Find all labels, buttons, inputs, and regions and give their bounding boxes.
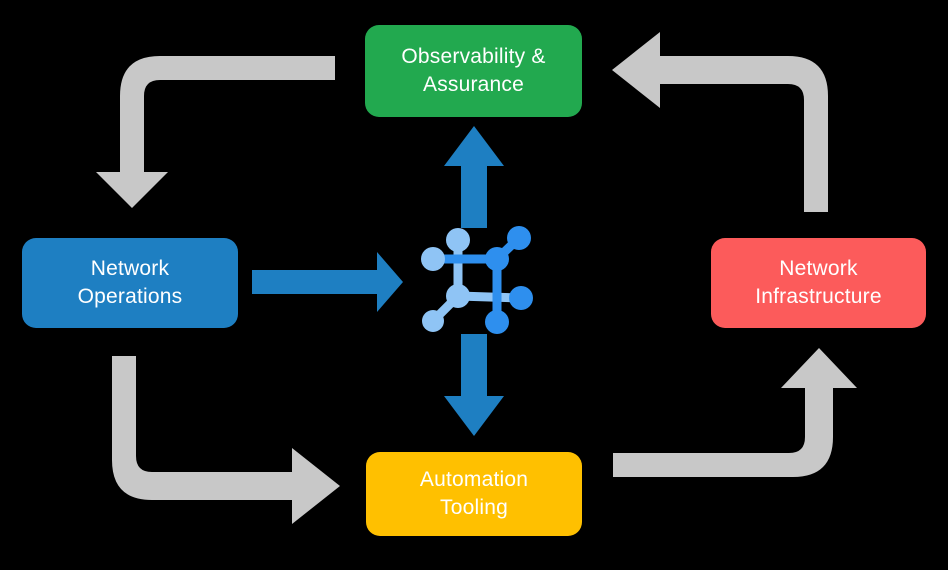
arrow-operations-to-automation: [112, 356, 340, 524]
arrow-center-to-observability: [444, 126, 504, 228]
mesh-node-top-right: [507, 226, 531, 250]
node-observability-assurance[interactable]: Observability & Assurance: [365, 25, 582, 117]
node-network-infrastructure-label-line2: Infrastructure: [755, 285, 882, 308]
mesh-node-top-left: [446, 228, 470, 252]
arrow-center-to-automation: [444, 334, 504, 436]
mesh-node-left: [421, 247, 445, 271]
node-observability-label-line1: Observability &: [401, 45, 546, 69]
arrow-observability-to-operations: [96, 56, 335, 208]
node-network-operations[interactable]: Network Operations: [22, 238, 238, 328]
mesh-node-bottom-right: [485, 310, 509, 334]
node-observability-label-line2: Assurance: [422, 73, 525, 96]
node-network-operations-label-line1: Network: [90, 257, 170, 281]
node-network-operations-label: Network Operations: [78, 255, 183, 310]
mesh-node-bottom-left: [422, 310, 444, 332]
node-automation-tooling[interactable]: Automation Tooling: [366, 452, 582, 536]
network-mesh-icon: [421, 226, 533, 334]
node-network-infrastructure-label: Network Infrastructure: [755, 255, 882, 310]
mesh-node-right: [509, 286, 533, 310]
mesh-node-center-left: [446, 284, 470, 308]
node-observability-label: Observability & Assurance: [401, 43, 545, 98]
node-network-infrastructure-label-line1: Network: [779, 257, 858, 281]
arrow-operations-to-center: [252, 252, 403, 312]
node-network-operations-label-line2: Operations: [77, 285, 183, 308]
mesh-node-center-right: [485, 247, 509, 271]
node-automation-tooling-label-line2: Tooling: [440, 496, 508, 519]
arrow-automation-to-infrastructure: [613, 348, 857, 477]
node-automation-tooling-label-line1: Automation: [419, 468, 529, 492]
node-network-infrastructure[interactable]: Network Infrastructure: [711, 238, 926, 328]
node-automation-tooling-label: Automation Tooling: [420, 466, 528, 521]
arrow-infrastructure-to-observability: [612, 32, 828, 212]
